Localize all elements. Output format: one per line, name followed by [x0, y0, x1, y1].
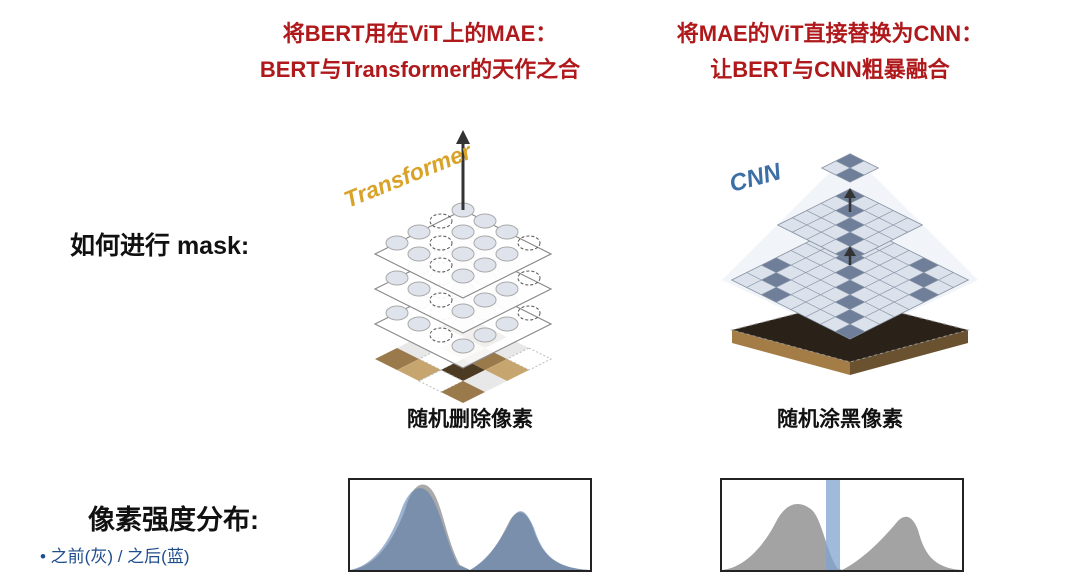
left-title: 将BERT用在ViT上的MAE： BERT与Transformer的天作之合 — [230, 16, 610, 88]
upsample-arrow-icon — [844, 188, 856, 212]
after-distribution-spike — [826, 480, 840, 570]
masked-token — [517, 235, 541, 251]
left-title-line2: BERT与Transformer的天作之合 — [259, 57, 581, 82]
token — [407, 281, 431, 297]
masked-token — [429, 327, 453, 343]
token — [495, 316, 519, 332]
cnn-feature-map-3 — [820, 153, 880, 183]
before-distribution-curve — [722, 504, 962, 570]
token — [495, 246, 519, 262]
left-title-line1: 将BERT用在ViT上的MAE： — [282, 21, 558, 46]
token — [495, 281, 519, 297]
distribution-row-label: 像素强度分布: — [88, 505, 259, 535]
after-distribution-curve — [350, 488, 590, 570]
cnn-feature-map-2 — [776, 188, 924, 262]
token — [451, 224, 475, 240]
distribution-legend: • 之前(灰) / 之后(蓝) — [40, 547, 190, 566]
transformer-label: Transformer — [340, 138, 476, 213]
token — [451, 268, 475, 284]
transformer-layers — [373, 202, 553, 369]
image-patch — [441, 381, 485, 403]
cnn-diagram: CNN — [722, 152, 978, 375]
right-distribution-plot — [720, 478, 964, 572]
masked-token — [429, 213, 453, 229]
masked-token — [429, 292, 453, 308]
mask-row-label: 如何进行 mask: — [70, 232, 250, 260]
right-title-line1: 将MAE的ViT直接替换为CNN： — [676, 21, 984, 46]
token — [473, 235, 497, 251]
masked-token — [517, 270, 541, 286]
token — [451, 246, 475, 262]
token — [385, 270, 409, 286]
token — [385, 235, 409, 251]
masked-token — [429, 235, 453, 251]
cnn-label: CNN — [727, 158, 785, 198]
token — [385, 305, 409, 321]
output-arrow-icon — [456, 130, 470, 210]
token — [473, 292, 497, 308]
masked-token — [517, 305, 541, 321]
token — [451, 303, 475, 319]
right-caption: 随机涂黑像素 — [777, 408, 903, 431]
left-caption: 随机删除像素 — [407, 408, 533, 431]
token — [407, 224, 431, 240]
token — [473, 257, 497, 273]
token — [473, 327, 497, 343]
left-distribution-plot — [348, 478, 592, 572]
token — [495, 224, 519, 240]
upsample-arrow-icon — [844, 246, 856, 265]
token — [451, 338, 475, 354]
right-title-line2: 让BERT与CNN粗暴融合 — [710, 57, 950, 82]
token — [407, 316, 431, 332]
right-title: 将MAE的ViT直接替换为CNN： 让BERT与CNN粗暴融合 — [640, 16, 1020, 88]
token — [473, 213, 497, 229]
cnn-feature-maps — [730, 153, 970, 375]
transformer-diagram: Transformer — [340, 130, 553, 403]
token — [407, 246, 431, 262]
masked-token — [429, 257, 453, 273]
